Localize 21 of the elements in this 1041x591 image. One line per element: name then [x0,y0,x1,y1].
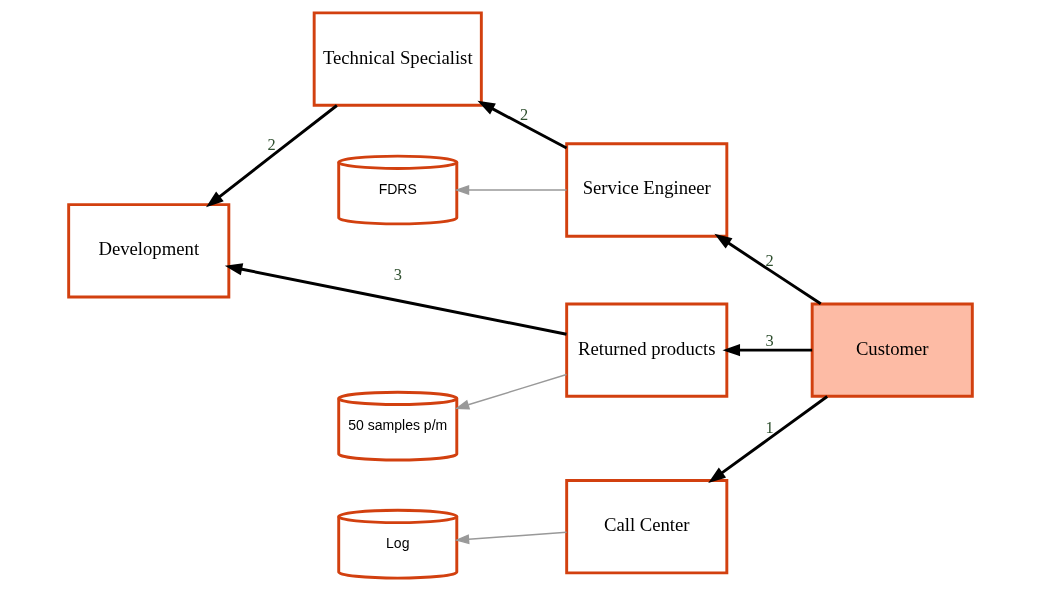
node-box: Returned products [565,302,729,398]
arrow [206,104,338,208]
arrow [708,395,829,483]
node-box: Development [67,203,231,299]
arrow [454,531,568,545]
node-box: Technical Specialist [312,11,483,107]
arrow [477,100,568,150]
node-box: Service Engineer [565,142,729,238]
arrow [454,373,568,410]
edge-label: 3 [393,265,402,285]
arrow [722,344,813,357]
edge-label: 1 [765,418,774,438]
node-box: Customer [810,302,974,398]
arrow [454,184,568,196]
edge-label: 2 [267,135,276,155]
arrow [714,233,822,306]
edge-label: 2 [519,105,529,125]
arrow [224,263,567,336]
node-box: Call Center [565,479,729,575]
edge-label: 2 [765,251,774,271]
edge-label: 3 [765,330,774,350]
